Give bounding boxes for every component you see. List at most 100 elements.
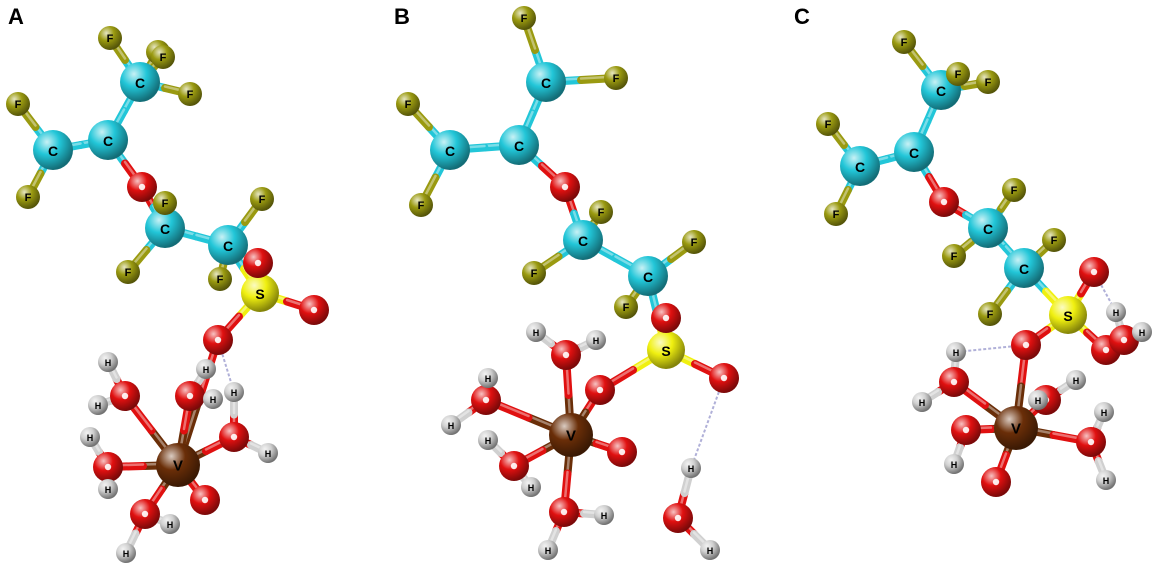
- atom-o: [93, 452, 123, 482]
- svg-text:H: H: [688, 464, 695, 474]
- svg-text:H: H: [1073, 376, 1080, 386]
- atom-o: [219, 422, 249, 452]
- atom-o: [110, 381, 140, 411]
- atom-f: F: [98, 26, 122, 50]
- svg-text:C: C: [135, 75, 145, 91]
- svg-text:C: C: [541, 75, 551, 91]
- atom-h: H: [521, 477, 541, 497]
- atom-h: H: [224, 382, 244, 402]
- panel-label-b: B: [394, 4, 410, 29]
- svg-text:F: F: [259, 194, 266, 206]
- atom-h: H: [594, 505, 614, 525]
- svg-text:F: F: [15, 99, 22, 111]
- atom-h: H: [700, 540, 720, 560]
- atom-f: F: [208, 267, 232, 291]
- svg-text:H: H: [167, 520, 174, 530]
- atom-f: F: [151, 45, 175, 69]
- atom-o: [243, 248, 273, 278]
- svg-text:F: F: [125, 267, 132, 279]
- svg-text:H: H: [533, 328, 540, 338]
- atom-f: F: [614, 295, 638, 319]
- atom-o: [127, 172, 157, 202]
- svg-text:F: F: [187, 89, 194, 101]
- svg-text:H: H: [1113, 308, 1120, 318]
- atom-v: V: [549, 413, 593, 457]
- svg-text:F: F: [531, 268, 538, 280]
- svg-text:H: H: [95, 401, 102, 411]
- atom-o: [951, 415, 981, 445]
- atom-h: H: [80, 427, 100, 447]
- svg-text:H: H: [593, 336, 600, 346]
- panel-label-a: A: [8, 4, 24, 29]
- atom-o: [550, 172, 580, 202]
- atom-o: [929, 187, 959, 217]
- atom-c: C: [894, 132, 934, 172]
- atom-c: C: [526, 62, 566, 102]
- svg-text:F: F: [162, 198, 169, 210]
- atom-f: F: [153, 191, 177, 215]
- svg-text:C: C: [936, 83, 946, 99]
- svg-text:H: H: [105, 358, 112, 368]
- svg-text:F: F: [25, 192, 32, 204]
- svg-text:V: V: [173, 458, 183, 475]
- atom-o: [651, 303, 681, 333]
- atom-f: F: [409, 193, 433, 217]
- panel-label-c: C: [794, 4, 810, 29]
- atom-h: H: [116, 543, 136, 563]
- atom-f: F: [178, 82, 202, 106]
- svg-text:H: H: [448, 421, 455, 431]
- atom-c: C: [33, 130, 73, 170]
- atom-f: F: [1002, 178, 1026, 202]
- svg-text:C: C: [643, 269, 653, 285]
- atom-c: C: [120, 62, 160, 102]
- svg-text:F: F: [598, 207, 605, 219]
- svg-text:F: F: [1051, 235, 1058, 247]
- svg-text:H: H: [203, 365, 210, 375]
- svg-text:H: H: [1103, 476, 1110, 486]
- atom-h: H: [1106, 302, 1126, 322]
- svg-text:H: H: [919, 398, 926, 408]
- svg-text:C: C: [578, 233, 588, 249]
- atom-f: F: [604, 66, 628, 90]
- svg-text:F: F: [901, 37, 908, 49]
- atom-h: H: [88, 395, 108, 415]
- atom-o: [190, 485, 220, 515]
- atom-f: F: [816, 112, 840, 136]
- atom-o: [607, 437, 637, 467]
- svg-text:C: C: [223, 238, 233, 254]
- svg-text:F: F: [217, 274, 224, 286]
- atom-f: F: [522, 261, 546, 285]
- svg-text:H: H: [1035, 396, 1042, 406]
- atom-f: F: [16, 185, 40, 209]
- atom-f: F: [978, 302, 1002, 326]
- svg-text:H: H: [265, 449, 272, 459]
- svg-text:H: H: [485, 436, 492, 446]
- atom-h: H: [160, 514, 180, 534]
- atom-h: H: [1094, 402, 1114, 422]
- atom-h: H: [1132, 322, 1152, 342]
- atom-o: [981, 467, 1011, 497]
- svg-text:H: H: [953, 348, 960, 358]
- svg-text:H: H: [545, 546, 552, 556]
- svg-text:F: F: [1011, 185, 1018, 197]
- atom-h: H: [441, 415, 461, 435]
- svg-text:C: C: [1019, 261, 1029, 277]
- molecule-a: CFFFFCCFFCFFCFFSVHHHHHHHHHH: [6, 26, 329, 563]
- svg-text:C: C: [983, 221, 993, 237]
- svg-text:F: F: [987, 309, 994, 321]
- atom-f: F: [250, 187, 274, 211]
- svg-text:S: S: [661, 343, 670, 359]
- atom-o: [1079, 257, 1109, 287]
- svg-text:S: S: [1063, 308, 1072, 324]
- svg-text:H: H: [601, 511, 608, 521]
- atom-f: F: [116, 260, 140, 284]
- atom-c: C: [563, 220, 603, 260]
- svg-text:F: F: [623, 302, 630, 314]
- atom-o: [585, 375, 615, 405]
- svg-text:C: C: [48, 143, 58, 159]
- svg-text:H: H: [485, 374, 492, 384]
- atom-h: H: [944, 454, 964, 474]
- atom-c: C: [499, 125, 539, 165]
- atom-f: F: [1042, 228, 1066, 252]
- svg-text:F: F: [405, 99, 412, 111]
